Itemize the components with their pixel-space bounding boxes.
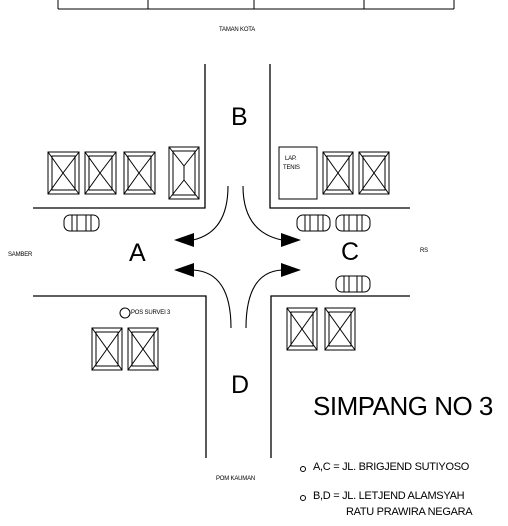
approach-a-label: A [129,239,146,267]
right-turn-b-to-c-curve [242,185,283,241]
building [84,151,117,195]
bullet-icon [300,495,306,501]
building [322,151,354,195]
top-street-label: TAMAN KOTA [219,27,256,33]
road-edges [33,64,410,458]
left-street-label: SAMBER [8,252,33,258]
approach-d-label: D [231,371,250,399]
left-turn-b-to-a-curve [192,185,229,241]
car [296,214,331,232]
building [123,151,156,195]
tennis-court [278,146,318,200]
legend-line-1: A,C = JL. BRIGJEND SUTIYOSO [313,461,470,473]
survey-post-label: POS SURVEI 3 [131,310,171,316]
tennis-court-label-line1: LAP. [285,156,297,162]
parked-cars [63,214,371,293]
left-turn-d-to-c-curve [245,269,283,329]
building [324,307,356,351]
table-fragment [57,0,455,10]
arrow-left-icon [174,263,194,277]
building [91,327,123,371]
right-turn-d-to-a-curve [192,269,232,329]
building [168,146,200,200]
arrow-right-icon [281,233,301,247]
bullet-icon [300,466,306,472]
tennis-court-label-line2: TENIS [283,165,300,171]
car [335,275,371,293]
building [358,151,390,195]
approach-c-label: C [341,238,360,266]
arrow-right-icon [281,263,301,277]
car [335,214,371,232]
page-title: SIMPANG NO 3 [313,391,493,421]
bottom-street-label: POM KAUMAN [216,476,256,482]
building [47,151,80,195]
approach-b-label: B [231,103,248,131]
traffic-arrows [192,185,283,329]
arrow-left-icon [174,233,194,247]
car [63,214,100,232]
building [286,307,318,351]
c-circle-icon [119,307,131,319]
right-street-label: RS [420,248,428,254]
legend-line-2: B,D = JL. LETJEND ALAMSYAH [313,490,465,502]
arrowheads [174,233,301,277]
building [127,327,159,371]
buildings [47,146,390,371]
legend-line-3: RATU PRAWIRA NEGARA [346,506,473,518]
